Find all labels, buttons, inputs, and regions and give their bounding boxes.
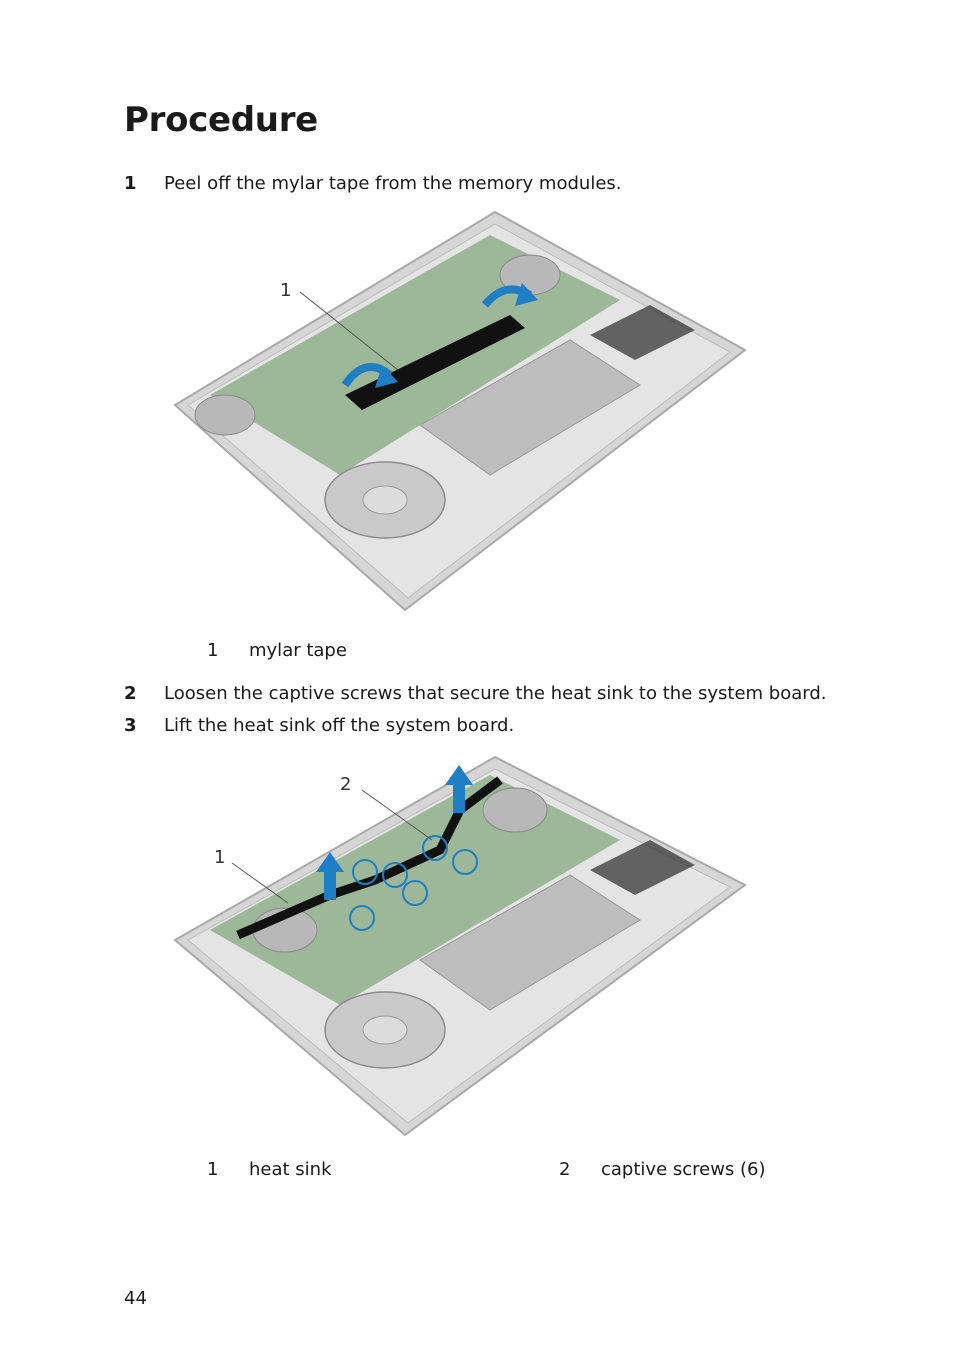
step-number: 2	[124, 683, 137, 704]
screw-circle-icon	[422, 835, 448, 861]
heat-sink	[236, 776, 503, 940]
step-number: 1	[124, 173, 137, 194]
blue-arrow-head-icon	[445, 765, 473, 785]
step-text: Loosen the captive screws that secure th…	[164, 683, 827, 704]
screw-circle-icon	[352, 859, 378, 885]
screw-circle-icon	[402, 880, 428, 906]
step-text: Lift the heat sink off the system board.	[164, 715, 515, 736]
caption-text: captive screws (6)	[601, 1159, 766, 1180]
screw-circle-icon	[382, 862, 408, 888]
figure-heat-sink: 1 2	[173, 755, 747, 1137]
blue-arrow-head-icon	[375, 365, 398, 388]
laptop-chassis-illustration	[173, 210, 747, 612]
callout-leader-line	[299, 291, 399, 371]
mylar-tape	[345, 315, 525, 410]
captive-screw-markers	[349, 835, 478, 931]
callout-label: 1	[214, 847, 225, 868]
page-number: 44	[124, 1288, 147, 1309]
caption-number: 1	[207, 640, 219, 661]
callout-label: 2	[340, 774, 351, 795]
blue-arrow-icon	[324, 870, 336, 900]
blue-arrow-icon	[453, 783, 465, 813]
step-text: Peel off the mylar tape from the memory …	[164, 173, 622, 194]
screw-circle-icon	[349, 905, 375, 931]
caption-number: 1	[207, 1159, 219, 1180]
blue-arrow-head-icon	[515, 283, 538, 306]
caption-number: 2	[559, 1159, 571, 1180]
screw-circle-icon	[452, 849, 478, 875]
caption-text: mylar tape	[249, 640, 347, 661]
caption-text: heat sink	[249, 1159, 332, 1180]
callout-leader-line	[361, 789, 433, 841]
figure-mylar-tape: 1	[173, 210, 747, 612]
blue-arrow-head-icon	[316, 852, 344, 872]
page-title: Procedure	[124, 100, 318, 140]
callout-leader-line	[231, 862, 289, 904]
callout-label: 1	[280, 280, 291, 301]
step-number: 3	[124, 715, 137, 736]
laptop-chassis-illustration	[173, 755, 747, 1137]
